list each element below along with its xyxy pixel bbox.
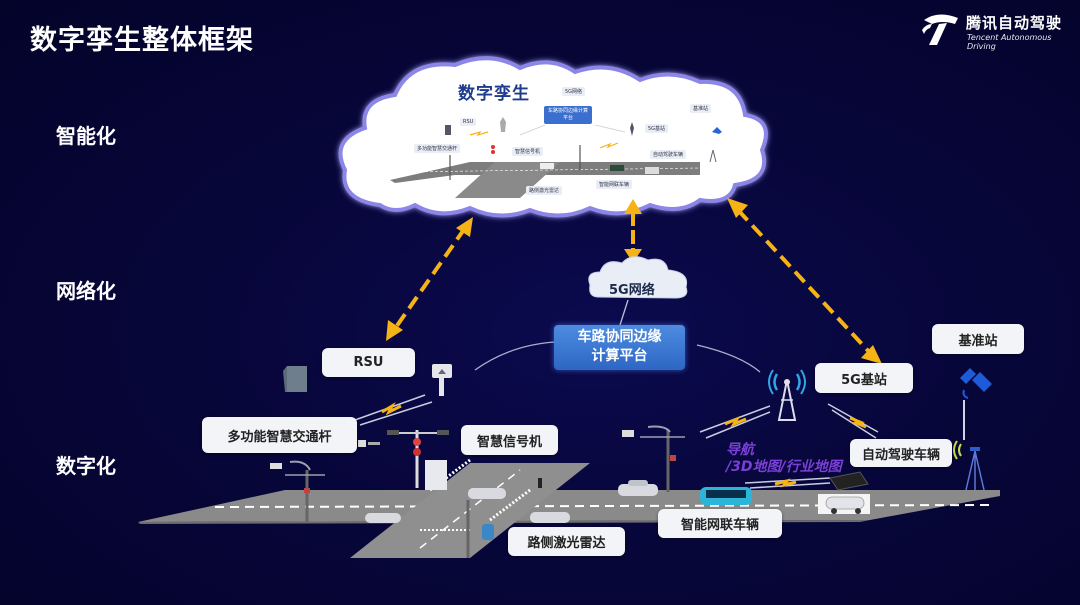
cloud-mini-5g-network: 5G网络 bbox=[562, 87, 586, 96]
arrow-cloud-to-5g-network bbox=[624, 199, 642, 263]
satellite-icon bbox=[960, 368, 992, 399]
cloud-mini-reference-station: 基准站 bbox=[690, 104, 712, 113]
cloud-title: 数字孪生 bbox=[458, 84, 530, 104]
smart-traffic-pole-label[interactable]: 多功能智慧交通杆 bbox=[202, 417, 357, 453]
tencent-t-logo-icon bbox=[922, 14, 958, 45]
edge-platform-line1: 车路协同边缘 bbox=[577, 329, 662, 345]
cloud-mini-rsu: RSU bbox=[460, 118, 477, 126]
page-title: 数字孪生整体框架 bbox=[30, 25, 254, 56]
roadside-lidar-label[interactable]: 路侧激光雷达 bbox=[508, 527, 625, 556]
reference-station-icon bbox=[953, 440, 985, 491]
arrowhead-down-icon bbox=[861, 345, 882, 364]
smart-signal-label[interactable]: 智慧信号机 bbox=[461, 425, 558, 455]
digital-twin-cloud bbox=[338, 56, 768, 218]
main-road bbox=[138, 458, 1000, 558]
5g-tower-icon bbox=[768, 369, 806, 421]
brand-name-cn: 腾讯自动驾驶 bbox=[966, 14, 1063, 32]
rsu-antenna-icon bbox=[432, 364, 452, 396]
cloud-mini-connected: 智能网联车辆 bbox=[596, 180, 633, 189]
5g-base-station-label[interactable]: 5G基站 bbox=[815, 363, 913, 393]
arrowhead-down-icon bbox=[386, 320, 403, 341]
smart-pole-left-icon bbox=[270, 460, 325, 522]
car-icon bbox=[468, 488, 506, 499]
car-icon bbox=[530, 512, 570, 523]
connected-vehicle-label[interactable]: 智能网联车辆 bbox=[658, 509, 782, 538]
signal-controller-cabinet-icon bbox=[425, 460, 447, 490]
5g-network-cloud bbox=[588, 256, 688, 299]
arrow-cloud-to-rsu bbox=[386, 217, 473, 341]
wireless-link-rsu-icon bbox=[354, 394, 433, 426]
wireless-link-vehicle-icon bbox=[744, 471, 869, 491]
navigation-map-ghost-text: 导航 /3D地图/行业地图 bbox=[726, 442, 842, 476]
arrow-cloud-to-5g-base-station bbox=[727, 198, 882, 364]
connected-bus-icon bbox=[700, 487, 752, 505]
cloud-mini-lidar: 路侧激光雷达 bbox=[526, 186, 563, 195]
arrowhead-up-icon bbox=[727, 198, 748, 218]
rsu-device-icon bbox=[283, 366, 307, 392]
cloud-road-scene bbox=[390, 117, 722, 198]
autonomous-vehicle-label[interactable]: 自动驾驶车辆 bbox=[850, 439, 952, 467]
cloud-car-icon bbox=[540, 163, 554, 169]
smart-pole-right-icon bbox=[622, 425, 685, 492]
arrowhead-up-icon bbox=[456, 217, 473, 237]
edge-platform-line2: 计算平台 bbox=[591, 348, 648, 364]
lidar-pole-icon bbox=[466, 500, 494, 558]
cloud-mini-autonomous: 自动驾驶车辆 bbox=[650, 150, 687, 159]
arrowhead-down-icon bbox=[624, 249, 642, 263]
traffic-signal-icon bbox=[358, 430, 449, 490]
reference-station-label[interactable]: 基准站 bbox=[932, 324, 1024, 354]
layer-label-intelligent: 智能化 bbox=[56, 124, 116, 148]
cloud-mini-signal: 智慧信号机 bbox=[512, 147, 544, 156]
layer-label-digital: 数字化 bbox=[56, 454, 116, 478]
layer-label-network: 网络化 bbox=[56, 279, 116, 303]
autonomous-car-icon bbox=[818, 494, 870, 514]
rsu-label[interactable]: RSU bbox=[322, 348, 415, 377]
car-icon bbox=[618, 480, 658, 496]
wireless-link-tower-right-icon bbox=[827, 403, 879, 439]
edge-computing-platform[interactable]: 车路协同边缘 计算平台 bbox=[554, 325, 685, 370]
cloud-autonomous-car-icon bbox=[645, 167, 659, 174]
arrowhead-up-icon bbox=[624, 199, 642, 214]
cloud-mini-base-station: 5G基站 bbox=[645, 124, 669, 133]
5g-network-label: 5G网络 bbox=[609, 283, 655, 298]
cloud-bus-icon bbox=[610, 165, 624, 171]
pedestrian-icon bbox=[538, 478, 542, 488]
cloud-mini-edge-platform: 车路协同边缘计算平台 bbox=[544, 106, 592, 124]
car-icon bbox=[365, 513, 401, 523]
ghost-text-line2: /3D地图/行业地图 bbox=[726, 459, 842, 475]
wireless-link-tower-left-icon bbox=[699, 405, 771, 439]
cloud-mini-smart-pole: 多功能智慧交通杆 bbox=[414, 144, 461, 153]
ghost-text-line1: 导航 bbox=[726, 442, 754, 458]
brand-name-en: Tencent Autonomous Driving bbox=[967, 33, 1052, 51]
